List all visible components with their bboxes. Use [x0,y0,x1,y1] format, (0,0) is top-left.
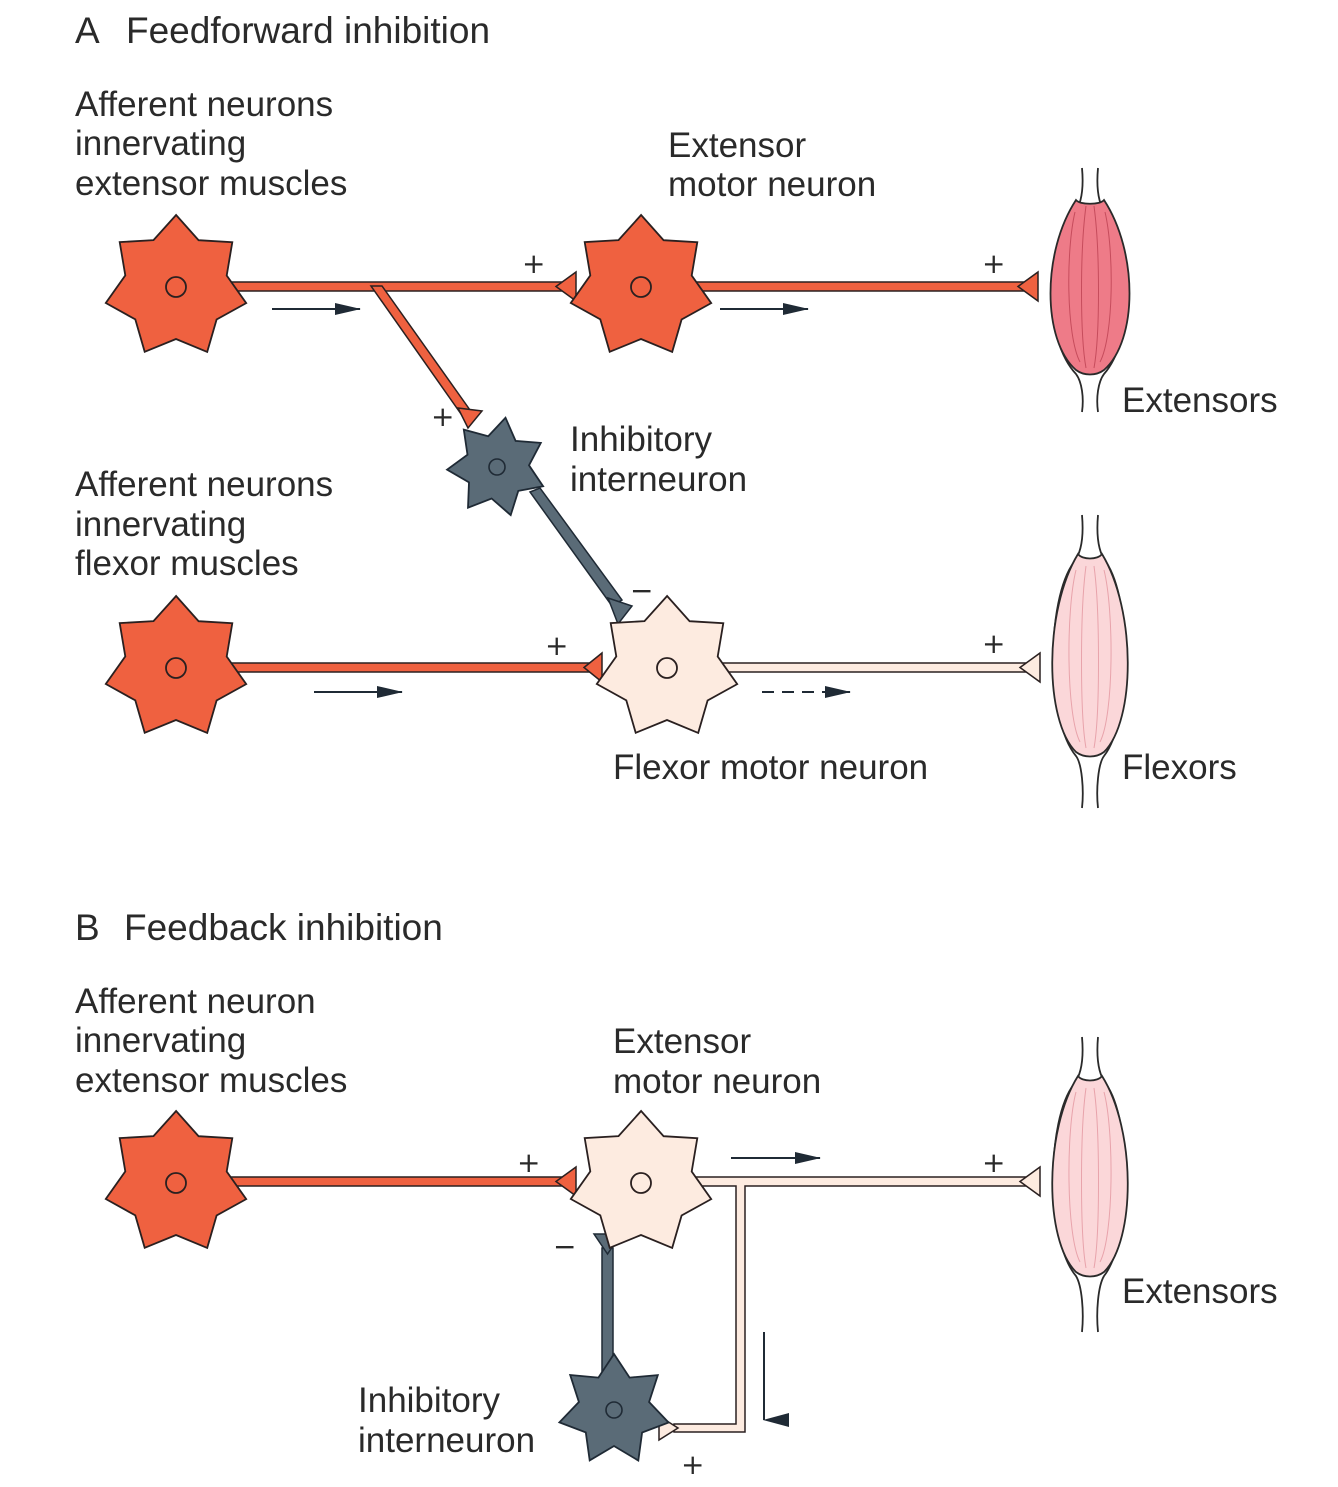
extensor-mn-b-label-2: motor neuron [613,1062,821,1101]
afferent-ext-label-1: Afferent neurons [75,85,333,124]
plus-sign: + [982,627,1005,660]
afferent-b-axon [227,1176,565,1187]
extensors-label-a: Extensors [1122,381,1278,420]
afferent-ext-neuron [104,213,248,354]
inhibitory-label-2: interneuron [570,460,747,499]
extensor-mn-label-1: Extensor [668,126,806,165]
plus-sign: + [982,1146,1005,1179]
extensor-mn-b-terminal [1018,1165,1041,1198]
extensor-mn-b-neuron [569,1109,713,1250]
afferent-flex-axon [227,662,595,673]
inhibitory-axon-b [601,1247,614,1373]
flexor-mn-neuron [595,594,739,735]
inhibitory-b-label-1: Inhibitory [358,1381,501,1420]
afferent-flex-terminal [582,651,603,684]
extensors-muscle-a [1049,167,1131,413]
panel-a: A Feedforward inhibition Afferent neuron… [75,10,1278,809]
panel-b-letter: B [75,907,100,948]
afferent-flex-label-2: innervating [75,505,246,544]
extensors-muscle-b [1051,1036,1129,1333]
panel-a-letter: A [75,10,100,51]
flexor-mn-label: Flexor motor neuron [613,748,928,787]
extensor-mn-b-label-1: Extensor [613,1022,751,1061]
minus-sign: − [630,574,653,607]
inhibitory-label-1: Inhibitory [570,420,713,459]
inhibitory-neuron-a [445,416,545,517]
extensors-label-b: Extensors [1122,1272,1278,1311]
afferent-ext-axon [227,281,565,292]
plus-sign: + [545,629,568,662]
extensor-mn-neuron [569,213,713,354]
afferent-b-label-2: innervating [75,1021,246,1060]
afferent-ext-branch [369,285,472,415]
extensor-mn-axon [687,281,1027,292]
plus-sign: + [522,247,545,280]
flexors-muscle [1051,514,1129,809]
afferent-b-terminal [554,1165,577,1198]
afferent-flex-label-1: Afferent neurons [75,465,333,504]
afferent-flex-neuron [104,594,248,735]
inhibitory-terminal-a [606,596,634,626]
plus-sign: + [681,1448,704,1481]
extensor-mn-b-axon [673,1176,1029,1433]
flexor-mn-axon [715,662,1029,673]
afferent-ext-label-3: extensor muscles [75,164,347,203]
plus-sign: + [982,247,1005,280]
plus-sign: + [517,1146,540,1179]
extensor-mn-label-2: motor neuron [668,165,876,204]
plus-sign: + [431,400,454,433]
afferent-ext-label-2: innervating [75,124,246,163]
afferent-flex-label-3: flexor muscles [75,544,299,583]
flexor-mn-terminal [1018,651,1041,684]
panel-a-title: Feedforward inhibition [126,10,490,51]
extensor-mn-terminal [1016,270,1039,303]
afferent-ext-branch-terminal [456,407,484,430]
flexors-label: Flexors [1122,748,1237,787]
inhibitory-axon-a [528,487,624,607]
minus-sign: − [553,1230,576,1263]
afferent-b-neuron [104,1109,248,1250]
afferent-ext-terminal [554,270,577,303]
inhibitory-neuron-b [557,1352,671,1462]
panel-b-title: Feedback inhibition [124,907,443,948]
afferent-b-label-1: Afferent neuron [75,982,316,1021]
panel-b: B Feedback inhibition Afferent neuron in… [75,907,1278,1481]
inhibitory-b-label-2: interneuron [358,1421,535,1460]
afferent-b-label-3: extensor muscles [75,1061,347,1100]
